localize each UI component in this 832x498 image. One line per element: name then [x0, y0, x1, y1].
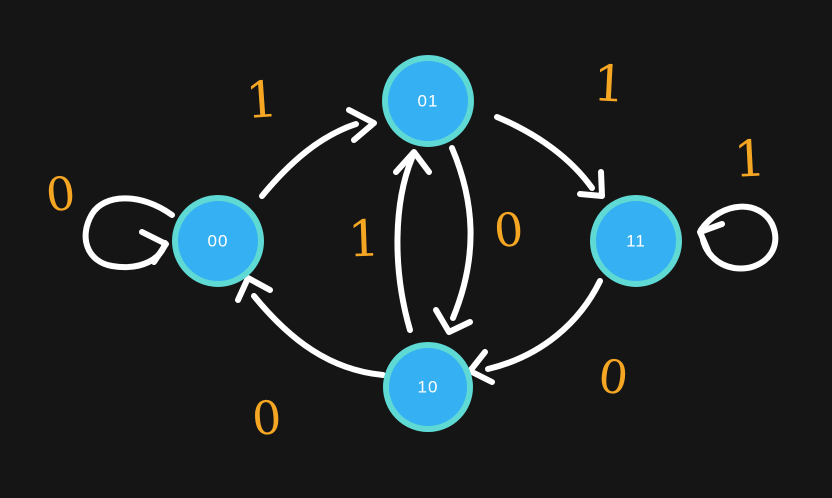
- edge-10-to-01: [393, 149, 432, 333]
- node-00-label: 00: [208, 231, 229, 250]
- node-01-label: 01: [418, 91, 439, 110]
- edge-01-to-11: [494, 114, 605, 199]
- edge-label-11-to-11: 1: [732, 129, 767, 189]
- edge-00-to-01-arrowhead: [346, 107, 377, 143]
- node-00-circle: [172, 195, 264, 287]
- edge-01-to-10-path: [449, 145, 474, 321]
- edge-01-to-10-arrowhead: [433, 307, 473, 335]
- edge-label-01-to-10: 0: [492, 202, 526, 258]
- node-10[interactable]: 10: [383, 342, 473, 432]
- edge-10-to-00-arrowhead: [235, 275, 273, 303]
- edge-label-10-to-00: 0: [250, 390, 283, 446]
- edge-00-to-00: [82, 195, 175, 271]
- node-01[interactable]: 01: [382, 55, 474, 147]
- edge-00-to-01: [259, 107, 377, 199]
- node-10-label: 10: [418, 377, 439, 396]
- node-11-circle: [590, 195, 682, 287]
- edge-label-00-to-00: 0: [43, 166, 78, 223]
- node-00[interactable]: 00: [172, 195, 264, 287]
- edge-10-to-01-path: [394, 155, 415, 333]
- edge-10-to-00-path: [251, 293, 386, 378]
- edge-01-to-11-arrowhead: [577, 169, 605, 199]
- edge-11-to-11-arrowhead: [697, 221, 725, 256]
- edge-label-10-to-01: 1: [347, 209, 381, 268]
- edge-01-to-11-path: [494, 114, 595, 191]
- edge-00-to-00-arrowhead: [139, 229, 169, 265]
- edge-00-to-01-path: [259, 121, 359, 199]
- edge-10-to-00: [235, 275, 386, 378]
- edge-01-to-10: [433, 145, 474, 335]
- edge-10-to-01-arrowhead: [393, 149, 432, 175]
- edge-11-to-10-path: [485, 278, 603, 372]
- node-10-circle: [383, 342, 473, 432]
- edge-11-to-10: [467, 278, 603, 385]
- node-11[interactable]: 11: [590, 195, 682, 287]
- node-11-label: 11: [626, 231, 646, 250]
- edge-11-to-11: [697, 203, 779, 272]
- edge-label-01-to-11: 1: [592, 54, 627, 114]
- edge-00-to-00-path: [82, 195, 175, 271]
- edge-label-11-to-10: 0: [596, 349, 631, 406]
- node-01-circle: [382, 55, 474, 147]
- edge-label-00-to-01: 1: [244, 70, 280, 130]
- edge-11-to-11-path: [698, 203, 779, 272]
